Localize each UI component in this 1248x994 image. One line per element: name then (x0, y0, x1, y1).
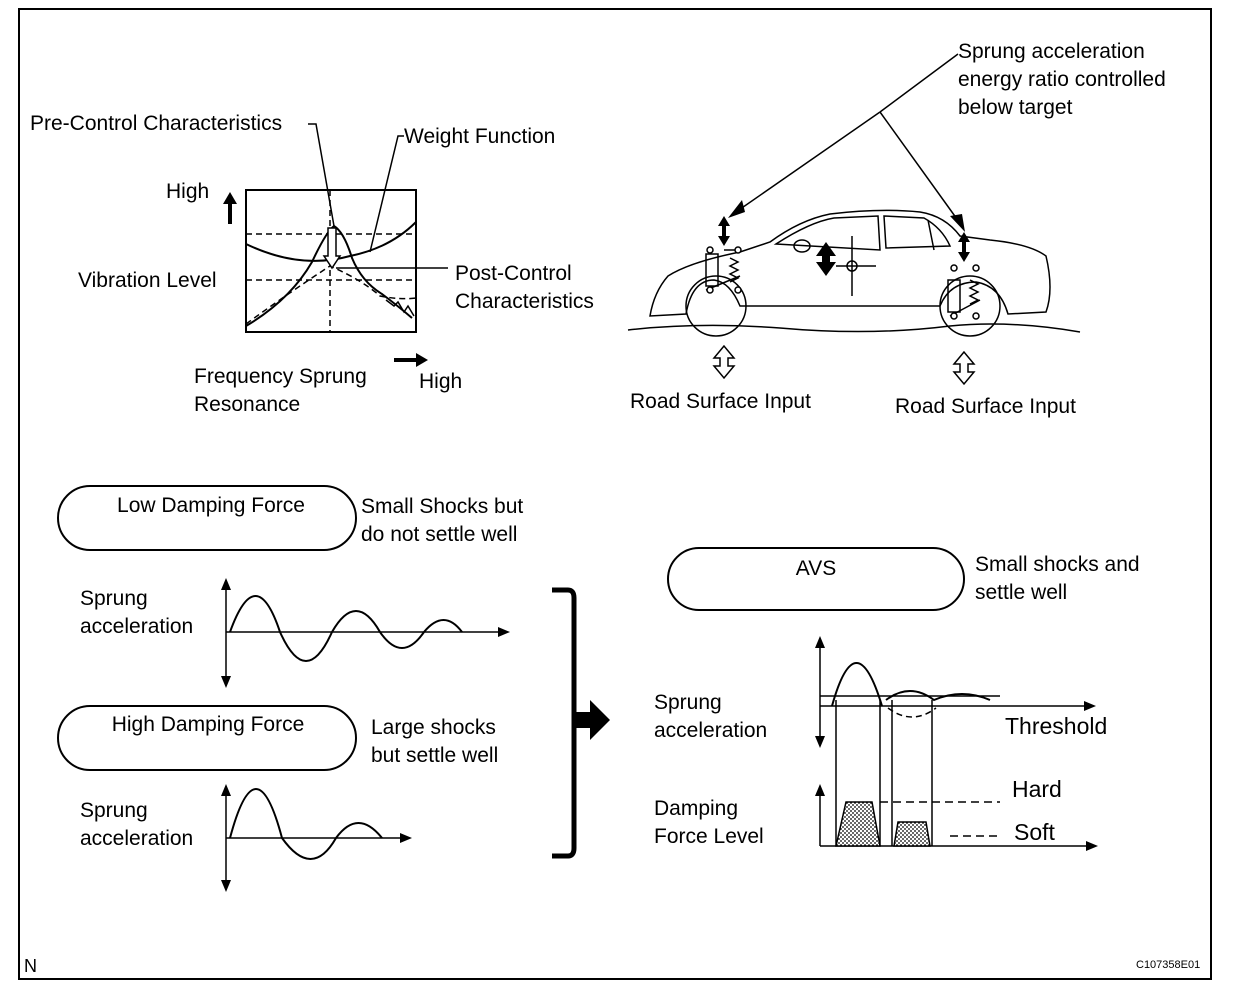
road-surface (627, 323, 1081, 333)
weight-function-curve (245, 221, 417, 262)
car-window-line (773, 215, 881, 251)
rear-node (950, 312, 958, 320)
pre-control-curve (245, 224, 413, 327)
sprung-accel-label-2: Sprung acceleration (80, 799, 194, 850)
vibration-level-label: Vibration Level (78, 269, 217, 292)
body-motion-arrow-icon (816, 242, 836, 276)
figure-frame (18, 8, 1212, 980)
rear-damper (947, 279, 961, 313)
arrowhead-icon (221, 880, 231, 892)
frequency-label: Frequency Sprung Resonance (194, 365, 367, 416)
front-node (706, 246, 714, 254)
high-damping-pill (57, 705, 357, 771)
high-damping-wave (229, 788, 383, 860)
avs-wave-small (885, 690, 991, 702)
bounce-arrow-icon (718, 216, 730, 246)
arrowhead-icon (815, 736, 825, 748)
high-damping-desc: Large shocks but settle well (371, 716, 499, 767)
axis-arrows (223, 192, 428, 367)
leader-from-label (879, 53, 959, 113)
front-node (734, 286, 742, 294)
front-node (734, 246, 742, 254)
car-window-rear (883, 215, 952, 249)
avs-arrowheads (815, 636, 1098, 851)
figure-id: C107358E01 (1136, 959, 1201, 971)
leader-to-rear (879, 111, 963, 227)
avs-desc: Small shocks and settle well (975, 553, 1140, 604)
front-node (706, 286, 714, 294)
avs-wave (831, 662, 883, 707)
arrowhead-icon (221, 784, 231, 796)
arrowhead-icon (1086, 841, 1098, 851)
graph-box (245, 189, 417, 333)
soft-damping-block (893, 821, 931, 847)
low-damping-desc: Small Shocks but do not settle well (361, 495, 524, 546)
up-arrow-icon (223, 192, 237, 224)
avs-wave-dashed (887, 707, 937, 718)
leader-arrowhead-icon (950, 214, 965, 232)
leader-pre-control (308, 123, 335, 227)
vibration-graph (245, 123, 448, 333)
arrowhead-icon (221, 578, 231, 590)
avs-label: AVS (795, 557, 837, 580)
damping-comparison (57, 485, 577, 888)
high-damping-label: High Damping Force (111, 713, 305, 736)
result-arrow-icon (574, 700, 610, 740)
rear-spring (968, 279, 980, 305)
arrowhead-icon (815, 784, 825, 796)
y-axis-high-label: High (166, 180, 210, 203)
pre-control-label: Pre-Control Characteristics (30, 112, 283, 135)
front-wheel (685, 275, 747, 337)
arrowhead-icon (498, 627, 510, 637)
wiggle-curve (385, 299, 415, 317)
reduction-arrow (322, 227, 342, 270)
avs-diagram (667, 547, 1088, 847)
hard-damping-block (835, 801, 881, 847)
arrowhead-icon (1084, 701, 1096, 711)
x-axis-high-label: High (419, 370, 463, 393)
rear-node (972, 264, 980, 272)
low-damping-label: Low Damping Force (117, 494, 305, 517)
post-control-curve (245, 265, 417, 325)
car-illustration (627, 53, 1081, 337)
leader-arrowhead-icon (728, 200, 745, 218)
orientation-mark: N (24, 956, 37, 976)
soft-label: Soft (1014, 819, 1055, 845)
right-arrow-icon (394, 353, 428, 367)
car-body-outline (649, 209, 1051, 317)
mirror (793, 239, 811, 253)
car-arrows (712, 200, 976, 386)
post-control-label: Post-Control Characteristics (455, 262, 594, 313)
rear-node (950, 264, 958, 272)
bounce-arrow-icon (958, 232, 970, 262)
road-input-right-label: Road Surface Input (895, 395, 1076, 418)
road-input-arrow-icon (952, 350, 976, 386)
sprung-accel-label-1: Sprung acceleration (80, 587, 194, 638)
avs-sprung-accel-label: Sprung acceleration (654, 691, 768, 742)
avs-pill (667, 547, 965, 611)
hard-label: Hard (1012, 776, 1062, 802)
arrowhead-icon (815, 636, 825, 648)
leader-weight-function (369, 135, 404, 253)
rear-wheel (939, 275, 1001, 337)
low-damping-pill (57, 485, 357, 551)
low-damping-wave (229, 595, 463, 662)
road-input-left-label: Road Surface Input (630, 390, 811, 413)
damping-level-label: Damping Force Level (654, 797, 764, 848)
arrowhead-icon (221, 676, 231, 688)
arrowhead-icon (400, 833, 412, 843)
threshold-label: Threshold (1005, 713, 1108, 739)
front-damper (705, 253, 719, 287)
bottom-left-arrowheads (221, 578, 610, 892)
bracket (552, 587, 577, 859)
leader-to-front (735, 111, 881, 213)
rear-node (972, 312, 980, 320)
window-pillar (927, 219, 935, 251)
road-input-arrow-icon (712, 344, 736, 380)
sprung-ratio-label: Sprung acceleration energy ratio control… (958, 40, 1166, 119)
weight-function-label: Weight Function (404, 125, 556, 148)
front-spring (728, 257, 740, 283)
